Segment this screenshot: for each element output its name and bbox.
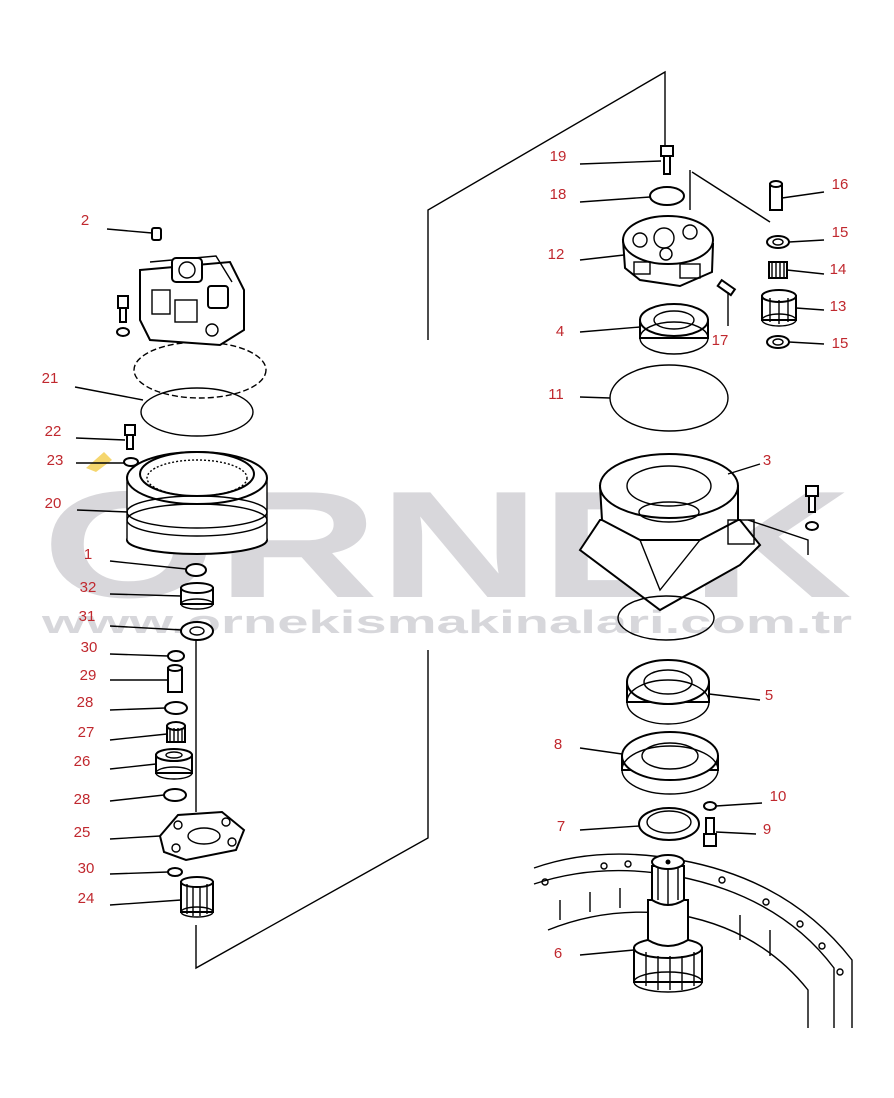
part-29-pin — [167, 664, 183, 693]
part-11-o-ring — [609, 364, 729, 432]
part-18-plate — [649, 186, 685, 206]
part-13-planet-gear — [761, 289, 797, 327]
part-25-carrier — [158, 810, 246, 862]
motor-side-bolt — [116, 295, 130, 337]
part-3-housing — [578, 453, 762, 612]
watermark-accent-icon — [86, 452, 112, 472]
part-16-shaft — [769, 180, 783, 211]
callout-label-c4: 4 — [556, 323, 564, 340]
assembly-lines — [195, 70, 809, 970]
callout-label-c1: 1 — [84, 546, 92, 563]
callout-label-c13: 13 — [830, 298, 847, 315]
part-30-washer-lower — [167, 867, 183, 877]
callout-label-c12: 12 — [548, 246, 565, 263]
callout-label-c10: 10 — [770, 788, 787, 805]
part-6-pinion-shaft — [633, 854, 703, 993]
part-19-bolt — [660, 145, 674, 175]
part-27-needle-bearing — [166, 721, 186, 743]
part-30-washer-upper — [167, 650, 185, 662]
callout-label-c16: 16 — [832, 176, 849, 193]
callout-label-c23: 23 — [47, 452, 64, 469]
part-26-planet-gear — [155, 748, 193, 780]
housing-bolt — [805, 485, 819, 531]
part-8-flange — [621, 731, 719, 795]
callout-label-c9: 9 — [763, 821, 771, 838]
callout-label-c15b: 15 — [832, 335, 849, 352]
callout-label-c25: 25 — [74, 824, 91, 841]
part-15-washer-lower — [766, 335, 790, 349]
callout-label-c26: 26 — [74, 753, 91, 770]
part-23-washer — [123, 457, 139, 467]
part-31-thrust-washer — [180, 621, 214, 641]
part-2-plug — [151, 227, 162, 241]
part-28-washer-upper — [164, 701, 188, 715]
callout-label-c20: 20 — [45, 495, 62, 512]
callout-label-c2: 2 — [81, 212, 89, 229]
callout-label-c11: 11 — [548, 386, 564, 403]
callout-label-c5: 5 — [765, 687, 773, 704]
callout-label-c3: 3 — [763, 452, 771, 469]
callout-label-c21: 21 — [42, 370, 59, 387]
part-15-washer-upper — [766, 235, 790, 249]
callout-label-c8: 8 — [554, 736, 562, 753]
part-9-bolt — [703, 817, 717, 847]
callout-label-c19: 19 — [550, 148, 567, 165]
part-1-small-ring — [185, 563, 207, 577]
callout-label-c31: 31 — [79, 608, 96, 625]
callout-labels: 2 21 22 23 20 1 32 31 30 29 28 27 26 28 25 30 24 19 18 12 4 1… — [42, 148, 849, 962]
leader-lines — [74, 160, 825, 956]
callout-label-c7: 7 — [557, 818, 565, 835]
part-5-bearing — [626, 659, 710, 725]
callout-label-c27: 27 — [78, 724, 95, 741]
part-21-o-ring — [140, 387, 254, 437]
part-12-planet-carrier — [621, 215, 715, 288]
part-24-sun-gear — [180, 876, 214, 918]
watermark-url: www.ornekismakinalari.com.tr — [40, 604, 852, 640]
part-17-pin — [716, 278, 737, 297]
callout-label-c22: 22 — [45, 423, 62, 440]
callout-label-c28b: 28 — [74, 791, 91, 808]
callout-label-c30b: 30 — [78, 860, 95, 877]
part-10-washer — [703, 801, 717, 811]
callout-label-c28a: 28 — [77, 694, 94, 711]
part-4-bearing — [639, 303, 709, 355]
part-20-ring-gear — [126, 451, 268, 555]
part-22-bolt — [124, 424, 136, 450]
callout-label-c18: 18 — [550, 186, 567, 203]
housing-o-ring — [617, 595, 715, 641]
swing-motor — [133, 255, 267, 399]
part-32-planet-gear — [180, 582, 214, 610]
callout-label-c32: 32 — [80, 579, 97, 596]
part-7-seal — [638, 807, 700, 841]
callout-label-c17: 17 — [712, 332, 729, 349]
callout-label-c29: 29 — [80, 667, 97, 684]
callout-label-c15a: 15 — [832, 224, 849, 241]
callout-label-c24: 24 — [78, 890, 95, 907]
callout-label-c14: 14 — [830, 261, 847, 278]
part-28-washer-lower — [163, 788, 187, 802]
callout-label-c6: 6 — [554, 945, 562, 962]
part-14-needle-bearing — [768, 261, 788, 279]
callout-label-c30a: 30 — [81, 639, 98, 656]
